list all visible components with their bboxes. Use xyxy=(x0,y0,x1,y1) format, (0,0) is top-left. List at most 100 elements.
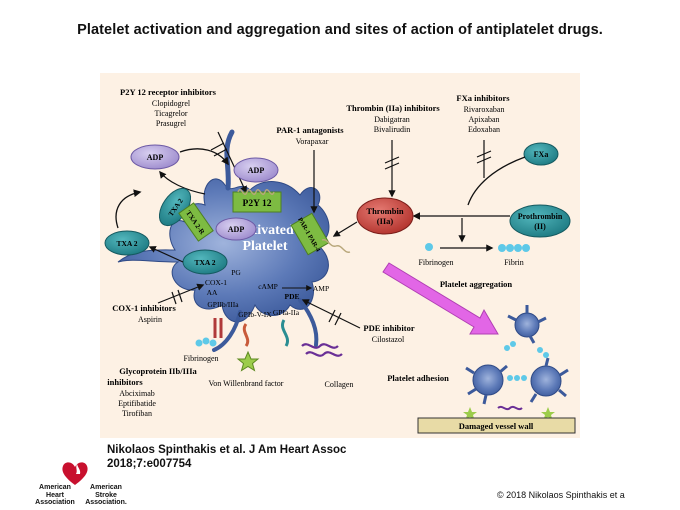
gpia-receptor-shape xyxy=(281,319,289,347)
collagen-label: Collagen xyxy=(325,380,354,389)
cox1-inhibitors-heading: COX-1 inhibitors xyxy=(112,303,176,313)
gp-inhibitors-heading-1: Glycoprotein IIb/IIIa xyxy=(119,366,197,376)
fibrinogen-left-chain xyxy=(195,337,217,347)
asa-wordmark: American Stroke Association. xyxy=(85,484,127,506)
adp-cycle-arrow xyxy=(179,148,229,166)
drug-dabigatran: Dabigatran xyxy=(374,115,410,124)
aha-asa-logo: American Heart Association American Stro… xyxy=(32,460,132,506)
fxa-node xyxy=(523,142,559,166)
drug-edoxaban: Edoxaban xyxy=(468,125,500,134)
heart-torch-icon xyxy=(62,462,88,485)
adp-release-arrow xyxy=(159,170,206,195)
fibrinogen-left-label: Fibrinogen xyxy=(183,354,218,363)
drug-ticagrelor: Ticagrelor xyxy=(154,109,187,118)
gpia-label: GPIa-IIa xyxy=(273,308,300,317)
pseudopod-bottom xyxy=(212,310,242,352)
pg-label: PG xyxy=(231,268,241,277)
fibrinogen-right-label: Fibrinogen xyxy=(418,258,453,267)
citation-line-2: 2018;7:e007754 xyxy=(107,457,192,470)
txa2-release-arrow xyxy=(148,246,184,263)
gpiib-receptor-shape xyxy=(213,318,223,338)
fibrin-chain xyxy=(498,244,530,252)
collagen-fibers-icon xyxy=(301,343,343,357)
cox1-inhibition-arrow xyxy=(157,283,205,304)
pde-inhibition-arrow xyxy=(301,299,361,329)
adp-oval-left xyxy=(130,144,180,170)
thrombin-block-mark xyxy=(384,156,400,170)
drug-bivalirudin: Bivalirudin xyxy=(374,125,410,134)
prothrombin-label-2: (II) xyxy=(534,222,546,231)
txa2-oval-left xyxy=(104,230,150,256)
platelet-adhesion-label: Platelet adhesion xyxy=(387,373,449,383)
txa2-left-label: TXA 2 xyxy=(116,239,137,248)
par-receptor xyxy=(290,212,330,256)
fibrin-label: Fibrin xyxy=(504,258,524,267)
thrombin-inhibitors-heading: Thrombin (IIa) inhibitors xyxy=(346,103,440,113)
adp-oval-inner xyxy=(215,217,257,241)
pde-label: PDE xyxy=(285,292,300,301)
drug-apixaban: Apixaban xyxy=(468,115,499,124)
activated-platelet-shape xyxy=(117,178,330,323)
drug-rivaroxaban: Rivaroxaban xyxy=(464,105,505,114)
activated-platelet-label-2: Platelet xyxy=(242,239,287,254)
drug-abciximab: Abciximab xyxy=(119,389,155,398)
txa2-receptor xyxy=(178,202,214,242)
pde-block-mark xyxy=(328,309,342,326)
gpib-receptor-shape xyxy=(242,323,250,347)
platelet-aggregation-label: Platelet aggregation xyxy=(440,279,513,289)
gp-inhibitors-heading-2: inhibitors xyxy=(107,377,143,387)
drug-eptifibatide: Eptifibatide xyxy=(118,399,156,408)
par1-antagonists-heading: PAR-1 antagonists xyxy=(276,125,344,135)
fxa-to-thrombin-curve xyxy=(467,156,526,206)
fibrinogen-molecule xyxy=(425,243,433,251)
damaged-vessel-wall xyxy=(417,417,576,434)
aggregation-big-arrow xyxy=(382,262,499,335)
par-receptor-coil xyxy=(321,239,351,253)
pseudopod-right xyxy=(298,298,319,347)
damaged-vessel-wall-label: Damaged vessel wall xyxy=(459,421,534,431)
fxa-inhibitors-heading: FXa inhibitors xyxy=(456,93,510,103)
thrombin-label-1: Thrombin xyxy=(366,206,403,216)
adp-oval-top xyxy=(233,157,279,183)
aggregated-platelets-cluster xyxy=(463,305,569,420)
aa-label: AA xyxy=(207,288,218,297)
prothrombin-label-1: Prothrombin xyxy=(518,212,563,221)
drug-clopidogrel: Clopidogrel xyxy=(152,99,191,108)
adp-left-label: ADP xyxy=(147,153,164,162)
p2y12-receptor-coil xyxy=(237,189,275,195)
fxa-label: FXa xyxy=(534,150,549,159)
vwf-label: Von Willenbrand factor xyxy=(209,379,284,388)
cox1-block-mark xyxy=(171,289,183,305)
p2y12-receptor-label: P2Y 12 xyxy=(243,199,272,209)
thrombin-node xyxy=(356,197,414,235)
p2y12-receptor xyxy=(232,191,282,213)
txa2-inner-label: TXA 2 xyxy=(194,258,215,267)
fxa-block-mark xyxy=(476,150,492,164)
drug-cilostazol: Cilostazol xyxy=(372,335,405,344)
prothrombin-node xyxy=(509,204,571,238)
thrombin-label-2: (IIa) xyxy=(377,216,394,226)
thrombin-to-platelet-arrow xyxy=(332,221,358,237)
citation: Nikolaos Spinthakis et al. J Am Heart As… xyxy=(107,444,346,471)
adp-top-label: ADP xyxy=(248,166,265,175)
cox1-label: COX-1 xyxy=(205,278,227,287)
pde-inhibitor-heading: PDE inhibitor xyxy=(363,323,414,333)
citation-line-1: Nikolaos Spinthakis et al. J Am Heart As… xyxy=(107,444,347,456)
adp-inner-label: ADP xyxy=(228,225,245,234)
p2y12-inhibition-arrow xyxy=(217,131,247,194)
copyright-notice: © 2018 Nikolaos Spinthakis et a xyxy=(497,490,625,500)
drug-tirofiban: Tirofiban xyxy=(122,409,152,418)
amp-label: AMP xyxy=(313,284,329,293)
txa2-cycle-arrow xyxy=(115,189,142,229)
gpib-label: GPIb-V-IX xyxy=(238,310,272,319)
drug-prasugrel: Prasugrel xyxy=(156,119,187,128)
figure-title: Platelet activation and aggregation and … xyxy=(77,22,603,38)
camp-label: cAMP xyxy=(258,282,278,291)
drug-aspirin: Aspirin xyxy=(138,315,162,324)
p2y12-inhibitors-heading: P2Y 12 receptor inhibitors xyxy=(120,87,217,97)
p2y12-block-mark xyxy=(210,142,228,157)
vwf-star-icon xyxy=(236,350,260,372)
aha-wordmark: American Heart Association xyxy=(35,484,75,506)
drug-vorapaxar: Vorapaxar xyxy=(296,137,329,146)
